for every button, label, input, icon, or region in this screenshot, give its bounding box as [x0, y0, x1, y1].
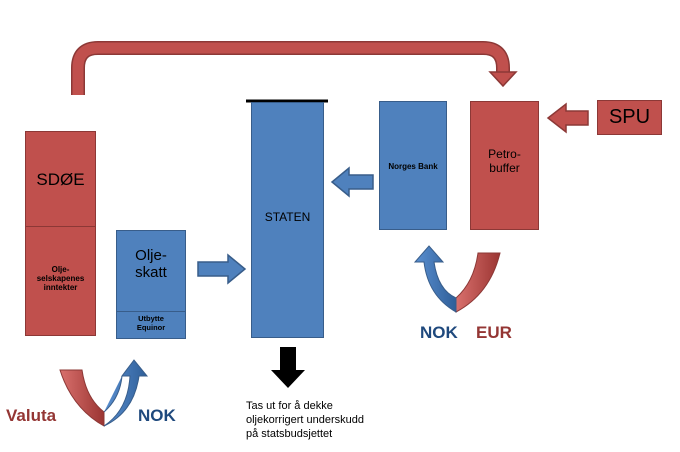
arrow-norgesbank-to-staten: [330, 166, 374, 198]
exchange-left-from-label: Valuta: [6, 406, 57, 425]
output-note: Tas ut for å dekke oljekorrigert undersk…: [246, 400, 365, 440]
exchange-arrow-right: [413, 245, 501, 313]
staten-box: STATEN: [251, 102, 324, 338]
sdoe-revenue-label: Olje- selskapenes inntekter: [36, 265, 85, 293]
norges-bank-box: Norges Bank: [379, 101, 447, 230]
spu-label: SPU: [608, 106, 651, 128]
arrow-spu-to-petrobuffer: [546, 102, 589, 134]
staten-label: STATEN: [264, 210, 311, 224]
oljeskatt-title: Olje- skatt: [135, 247, 167, 282]
arrow-staten-down: [271, 347, 305, 388]
norges-bank-label: Norges Bank: [388, 162, 438, 171]
sdoe-box: SDØE: [25, 131, 96, 227]
spu-box: SPU: [597, 100, 662, 135]
exchange-left-to-label: NOK: [138, 406, 176, 425]
exchange-right-to-label: EUR: [476, 323, 512, 342]
oljeskatt-box: Olje- skatt: [116, 230, 186, 312]
exchange-arrow-left: [59, 359, 149, 427]
petrobuffer-label: Petro- buffer: [488, 147, 521, 175]
oljeskatt-sub-box: Utbytte Equinor: [116, 311, 186, 339]
top-loop-arrow: [71, 41, 518, 95]
sdoe-revenue-box: Olje- selskapenes inntekter: [25, 226, 96, 336]
petrobuffer-box: Petro- buffer: [470, 101, 539, 230]
arrow-oljeskatt-to-staten: [197, 253, 247, 285]
oljeskatt-sub-label: Utbytte Equinor: [136, 314, 166, 332]
sdoe-title: SDØE: [36, 170, 85, 189]
exchange-right-from-label: NOK: [420, 323, 458, 342]
